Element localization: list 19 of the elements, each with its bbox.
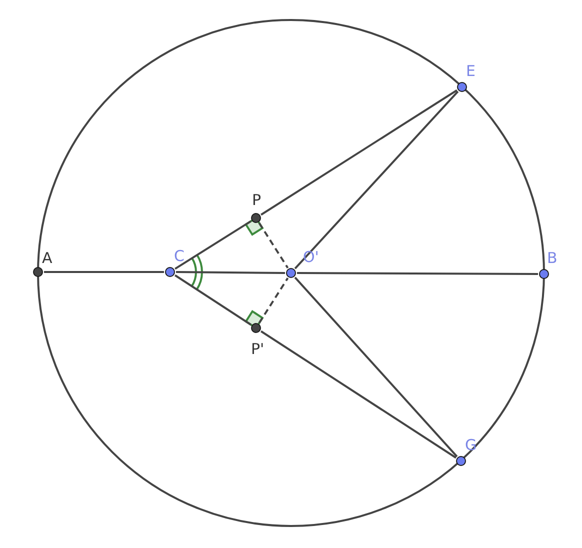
point-label: O' [303, 249, 319, 265]
line-segment [297, 272, 538, 275]
point-label: G [465, 437, 477, 453]
point-label: P [252, 192, 262, 208]
point-label: E [466, 63, 476, 79]
line-segment [294, 276, 458, 458]
point-label: P' [251, 341, 264, 357]
dashed-segment [258, 278, 289, 324]
line-segment [174, 220, 252, 270]
line-segment [260, 330, 456, 459]
line-segment [176, 271, 285, 274]
point-label: B [547, 250, 558, 266]
line-segment [294, 90, 459, 270]
line-segment [174, 274, 252, 326]
point-label: A [42, 250, 52, 266]
line-segment [44, 271, 164, 273]
line-segment [260, 89, 458, 216]
dashed-segment [258, 222, 289, 268]
point-label: C [174, 248, 184, 264]
